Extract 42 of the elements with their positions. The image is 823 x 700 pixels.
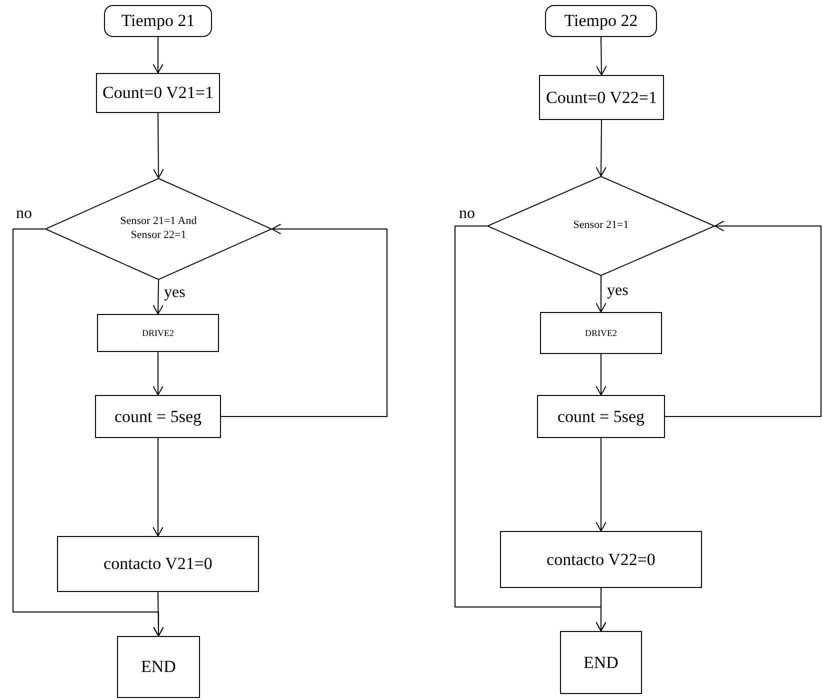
arrow xyxy=(220,224,388,417)
node-label: Count=0 V22=1 xyxy=(546,88,657,108)
node-label: Sensor 21=1 And Sensor 22=1 xyxy=(119,215,198,243)
node-label: END xyxy=(584,652,618,672)
node-label: END xyxy=(141,657,176,677)
process-box xyxy=(117,636,200,698)
arrow xyxy=(596,438,606,532)
node-label: Sensor 21=1 xyxy=(572,219,630,233)
process-box xyxy=(540,312,662,354)
process-box xyxy=(95,395,221,438)
arrow xyxy=(596,36,607,76)
node-label: contacto V22=0 xyxy=(546,550,656,570)
process-box xyxy=(537,395,665,438)
process-box xyxy=(500,531,702,588)
node-label: DRIVE2 xyxy=(142,328,174,338)
arrow xyxy=(664,220,822,417)
process-box xyxy=(560,631,642,694)
process-box xyxy=(97,314,219,352)
process-box xyxy=(57,536,259,592)
arrow xyxy=(12,228,164,636)
arrow xyxy=(454,226,606,632)
arrow xyxy=(596,120,607,176)
arrow xyxy=(596,276,606,312)
process-box xyxy=(539,75,664,120)
decision-diamond xyxy=(487,176,715,276)
node-label: Tiempo 21 xyxy=(121,11,195,31)
arrow xyxy=(152,352,164,396)
process-box xyxy=(96,73,220,113)
node-label: count = 5seg xyxy=(114,406,202,426)
arrow xyxy=(152,280,164,314)
arrow xyxy=(152,36,164,74)
arrow xyxy=(596,354,606,396)
start-terminal xyxy=(545,5,657,37)
arrow xyxy=(152,112,164,178)
start-terminal xyxy=(104,5,212,37)
node-label: Count=0 V21=1 xyxy=(102,83,214,103)
node-label: DRIVE2 xyxy=(585,328,617,338)
node-label: contacto V21=0 xyxy=(104,554,212,574)
node-label: Tiempo 22 xyxy=(564,11,638,31)
arrow xyxy=(152,438,164,536)
decision-diamond xyxy=(45,178,272,280)
node-label: count = 5seg xyxy=(557,406,645,426)
